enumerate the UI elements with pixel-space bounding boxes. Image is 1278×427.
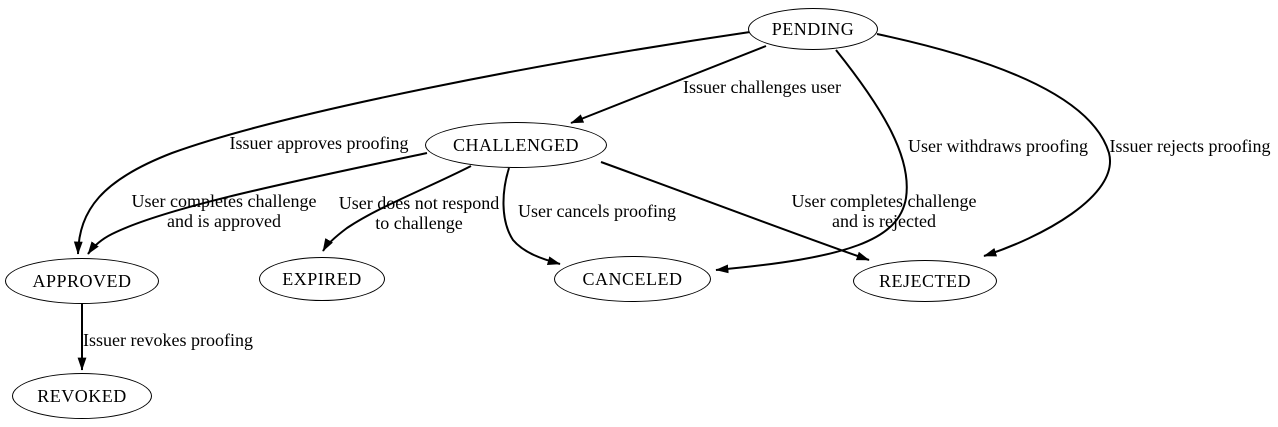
state-node-approved: APPROVED <box>5 258 159 304</box>
state-label-revoked: REVOKED <box>37 385 127 406</box>
state-node-challenged: CHALLENGED <box>425 122 607 168</box>
edge-label-user-cancels-proofing: User cancels proofing <box>518 201 676 221</box>
edge-pending-canceled <box>715 49 908 274</box>
state-label-rejected: REJECTED <box>879 270 971 291</box>
edge-label-issuer-challenges-user: Issuer challenges user <box>683 77 841 97</box>
state-label-pending: PENDING <box>771 18 855 39</box>
edge-label-issuer-rejects-proofing: Issuer rejects proofing <box>1109 136 1271 156</box>
state-label-expired: EXPIRED <box>282 268 362 289</box>
edge-label-issuer-revokes-proofing: Issuer revokes proofing <box>83 330 253 350</box>
edge-pending-approved <box>73 31 751 255</box>
edge-label-user-does-not-respond: User does not respond to challenge <box>338 193 500 233</box>
edge-label-issuer-approves-proofing: Issuer approves proofing <box>229 133 409 153</box>
state-node-expired: EXPIRED <box>259 257 385 301</box>
edge-label-user-withdraws-proofing: User withdraws proofing <box>908 136 1088 156</box>
edge-label-user-completes-challenge-approved: User completes challenge and is approved <box>131 191 317 231</box>
state-node-canceled: CANCELED <box>554 256 711 302</box>
state-node-pending: PENDING <box>748 8 878 50</box>
state-label-challenged: CHALLENGED <box>453 134 579 155</box>
edge-challenged-approved <box>87 152 428 255</box>
state-node-rejected: REJECTED <box>853 260 997 302</box>
edge-pending-rejected <box>876 33 1112 257</box>
edge-challenged-canceled <box>502 167 561 265</box>
state-node-revoked: REVOKED <box>12 373 152 419</box>
edge-pending-challenged <box>570 45 767 124</box>
state-label-canceled: CANCELED <box>582 268 683 289</box>
edge-challenged-expired <box>322 165 472 252</box>
edge-label-user-completes-challenge-rejected: User completes challenge and is rejected <box>791 191 977 231</box>
state-label-approved: APPROVED <box>32 270 132 291</box>
